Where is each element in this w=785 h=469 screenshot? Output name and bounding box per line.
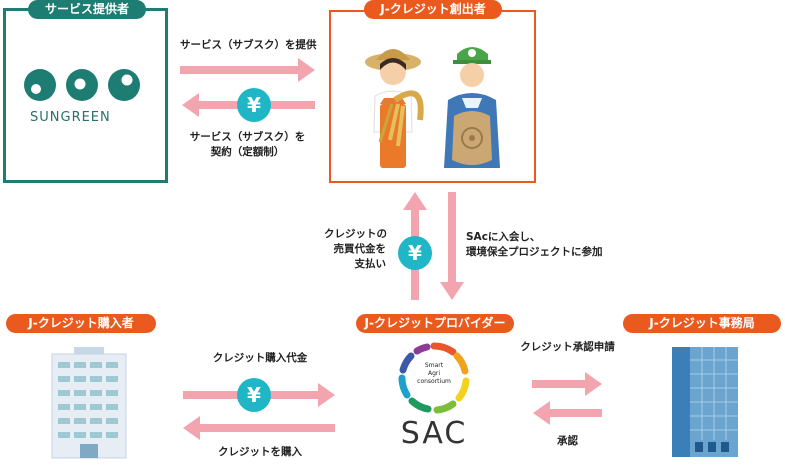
service-provider-title: サービス提供者: [28, 0, 146, 19]
label-join-2: 環境保全プロジェクトに参加: [466, 246, 603, 258]
label-contract-1: サービス（サブスク）を: [189, 131, 306, 143]
label-provide-service: サービス（サブスク）を提供: [180, 39, 317, 51]
sungreen-logo-text: SUNGREEN: [30, 110, 111, 125]
label-apply: クレジット承認申請: [520, 341, 615, 353]
creator-title: J-クレジット創出者: [364, 0, 502, 19]
label-pay-1: クレジットの: [324, 228, 387, 240]
office-title: J-クレジット事務局: [623, 314, 781, 333]
sac-logo-text: SAC: [400, 416, 468, 451]
buyer-title: J-クレジット購入者: [6, 314, 156, 333]
label-pay-2: 売買代金を: [333, 243, 387, 255]
creator-box: [329, 10, 536, 183]
yen-icon-pay: ¥: [398, 236, 432, 270]
provider-title: J-クレジットプロバイダー: [356, 314, 514, 333]
yen-icon-purchase: ¥: [237, 378, 271, 412]
sac-badge-line-3: consortium: [417, 378, 451, 385]
label-buy-credit: クレジットを購入: [218, 446, 302, 458]
label-pay-3: 支払い: [354, 258, 387, 270]
label-join-1: SAcに入会し、: [466, 231, 541, 243]
yen-icon-contract: ¥: [237, 88, 271, 122]
label-contract-2: 契約（定額制）: [210, 146, 285, 158]
sac-badge-line-1: Smart: [424, 362, 444, 369]
label-approve: 承認: [557, 435, 578, 447]
sac-badge-line-2: Agri: [427, 370, 441, 377]
label-purchase-price: クレジット購入代金: [212, 352, 308, 364]
